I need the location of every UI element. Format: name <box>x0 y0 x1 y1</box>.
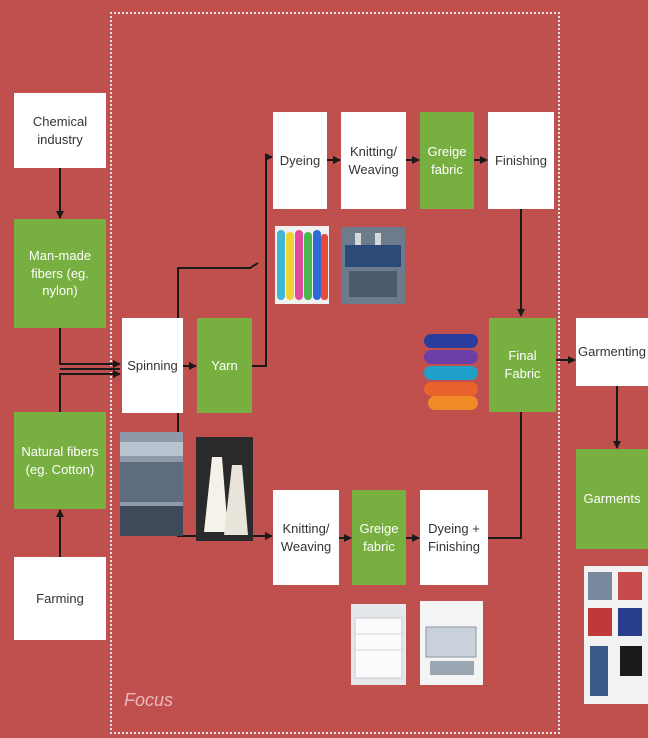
greige-fabric-bottom-box: Greige fabric <box>352 490 406 585</box>
yarn-cones-image <box>196 437 253 541</box>
garments-image <box>584 566 648 704</box>
arrow-dyeingfinishing-to-final <box>488 389 525 539</box>
dyeing-machine-image <box>420 601 483 685</box>
knitting-weaving-top-box: Knitting/ Weaving <box>341 112 406 209</box>
chemical-industry-box: Chemical industry <box>14 93 106 168</box>
garments-box: Garments <box>576 449 648 549</box>
dyeing-box: Dyeing <box>273 112 327 209</box>
knitting-machine-image <box>341 227 405 304</box>
knitting-weaving-bottom-box: Knitting/ Weaving <box>273 490 339 585</box>
arrow-natural-to-spinning <box>59 370 121 412</box>
focus-label: Focus <box>124 690 174 710</box>
arrow-yarn-to-dyeing <box>252 153 273 367</box>
man-made-fibers-box: Man-made fibers (eg. nylon) <box>14 219 106 328</box>
arrow-manmade-to-spinning <box>59 328 121 368</box>
greige-fabric-stack-image <box>351 604 406 685</box>
spinning-machine-image <box>120 432 183 536</box>
garmenting-box: Garmenting <box>576 318 648 386</box>
spinning-box: Spinning <box>122 318 183 413</box>
farming-box: Farming <box>14 557 106 640</box>
finishing-box: Finishing <box>488 112 554 209</box>
dyeing-finishing-box: Dyeing + Finishing <box>420 490 488 585</box>
colored-yarn-image <box>275 226 329 304</box>
final-fabric-box: Final Fabric <box>489 318 556 412</box>
fabric-rolls-image <box>420 330 486 412</box>
natural-fibers-box: Natural fibers (eg. Cotton) <box>14 412 106 509</box>
yarn-box: Yarn <box>197 318 252 413</box>
greige-fabric-top-box: Greige fabric <box>420 112 474 209</box>
